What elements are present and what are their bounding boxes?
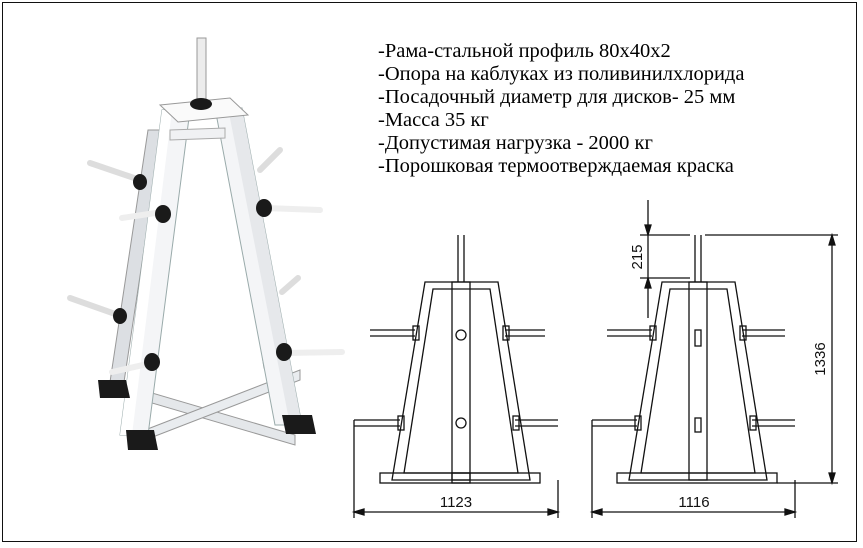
spec-item: -Рама-стальной профиль 80х40х2 [378,40,671,62]
side-width-label: 1116 [678,494,709,511]
side-view-drawing [592,235,795,484]
spec-item: -Допустимая нагрузка - 2000 кг [378,132,653,154]
spec-item: -Масса 35 кг [378,109,489,131]
top-post-label: 215 [629,244,646,269]
plate-rack-render [67,37,345,450]
technical-drawings: 1123 1116 1336 215 [351,200,838,518]
spec-item: -Опора на каблуках из поливинилхлорида [378,63,745,85]
spec-item: -Порошковая термоотверждаемая краска [378,155,734,177]
height-label: 1336 [812,342,829,375]
front-width-label: 1123 [440,494,472,511]
spec-item: -Посадочный диаметр для дисков- 25 мм [378,86,736,108]
spec-list: -Рама-стальной профиль 80х40х2 -Опора на… [378,40,848,178]
front-view-drawing [354,235,558,484]
